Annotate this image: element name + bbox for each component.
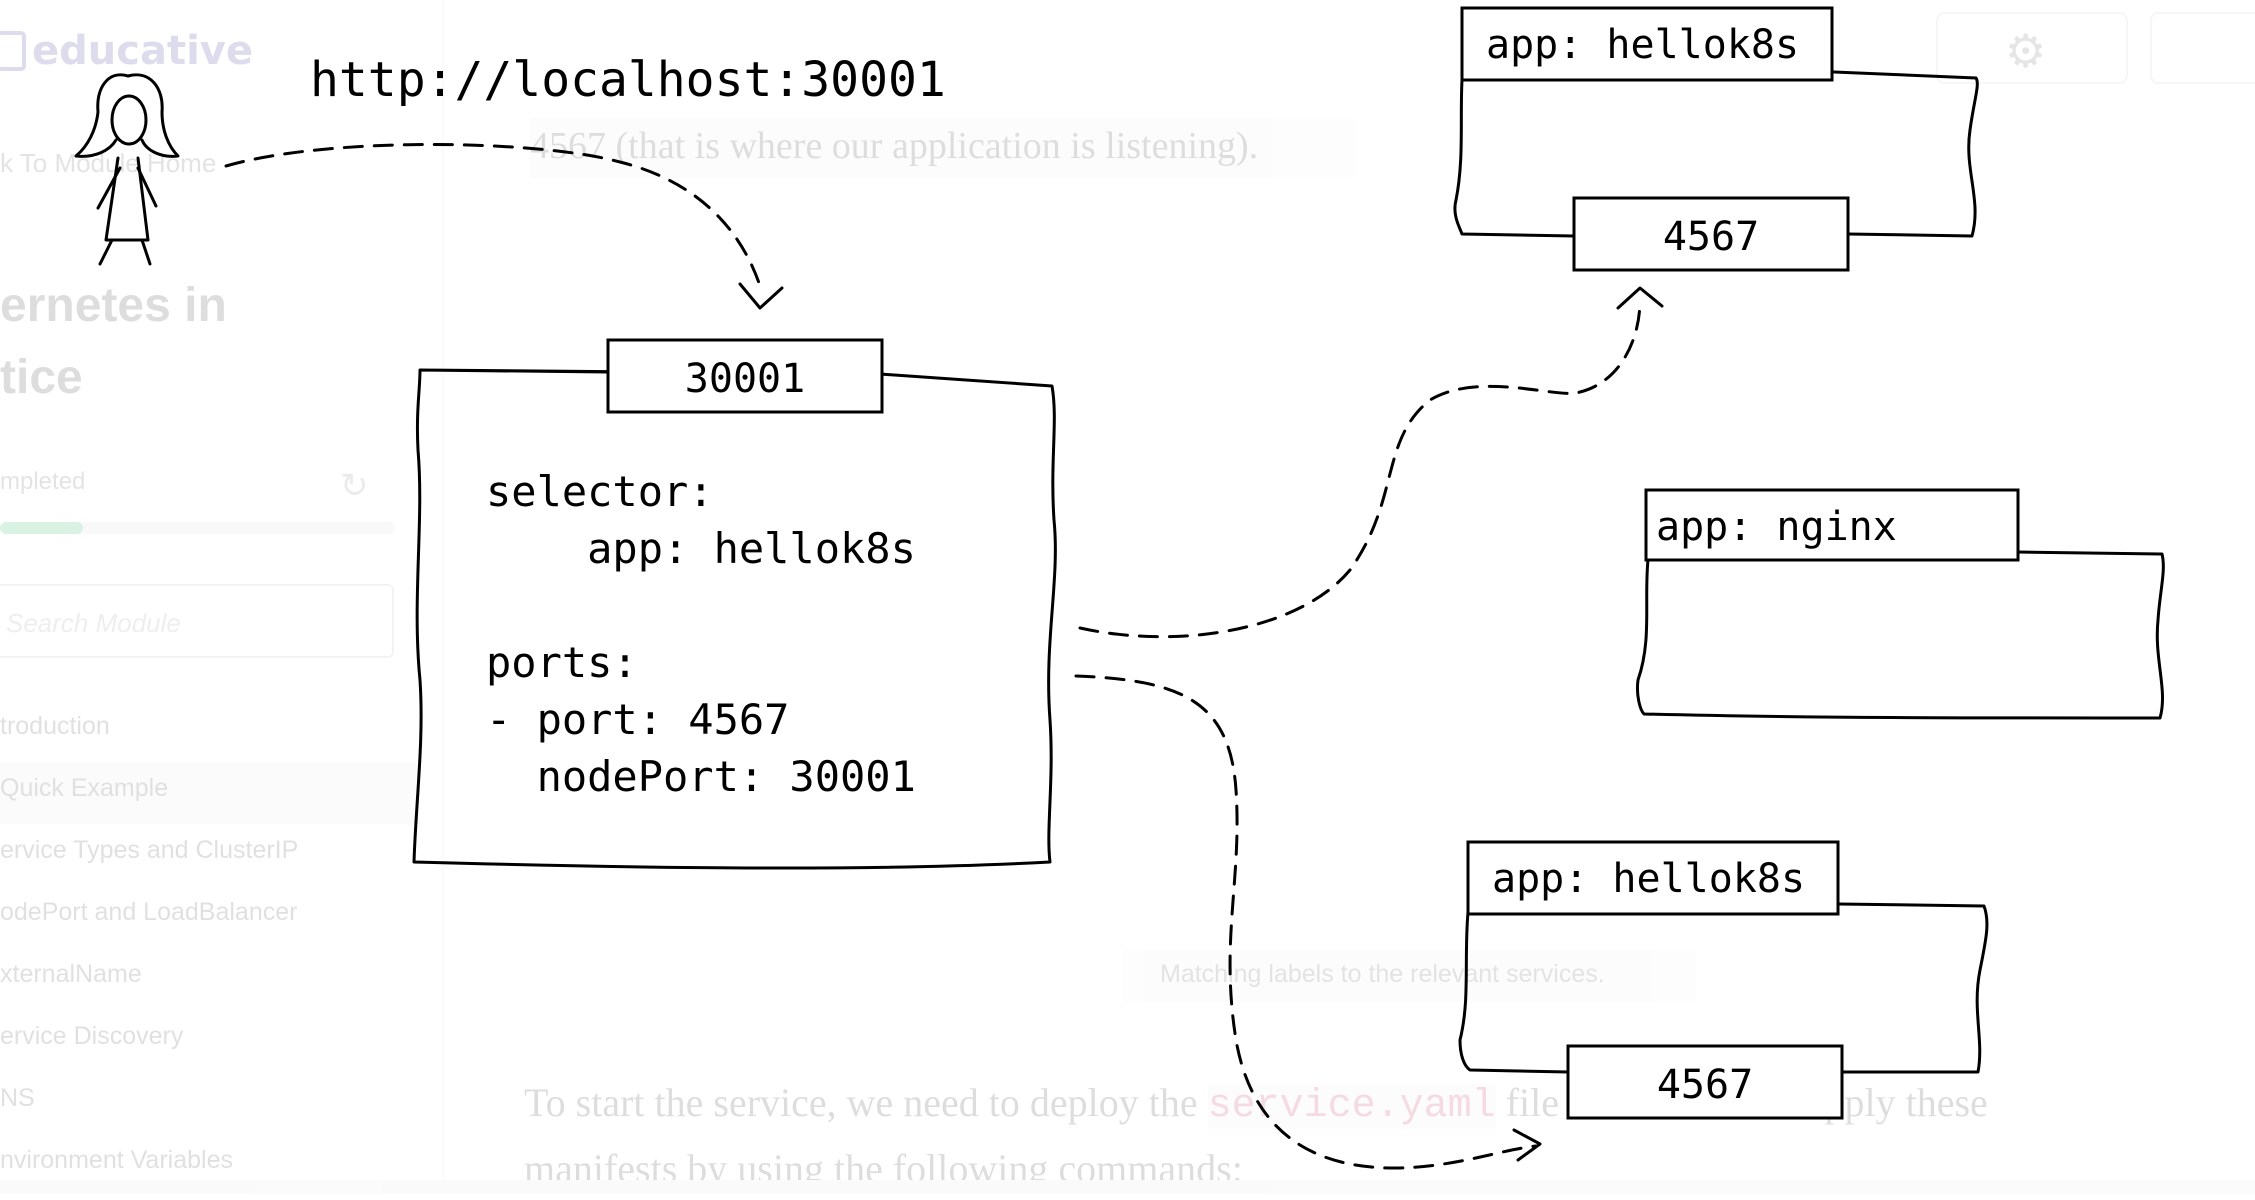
progress-bar-fill [0,522,83,534]
bottom-edge [0,1180,2255,1194]
settings-button[interactable] [1936,12,2128,84]
pod-port-top [1572,196,1850,272]
pod-label-bottom: app: hellok8s [1492,856,1805,902]
logo-text: educative [32,28,253,74]
pod-tag-nginx [1644,488,2020,562]
sidebar-divider [442,0,444,1194]
request-arrowhead [738,282,784,310]
paragraph-deploy: To start the service, we need to deploy … [524,1072,2224,1200]
module-nav-item[interactable]: xternalName [0,960,142,988]
module-nav-list: troduction Quick Example ervice Types and… [0,700,420,1196]
search-placeholder: Search Module [6,608,181,638]
module-nav-item[interactable]: NS [0,1084,35,1112]
route-arrow-bottom [1074,674,1538,1170]
module-nav-item[interactable]: nvironment Variables [0,1146,233,1174]
service-yaml: selector: app: hellok8s ports: - port: 456… [486,467,916,801]
pod-port-label-top: 4567 [1663,214,1759,260]
pod-label-nginx: app: nginx [1656,504,1897,550]
back-to-module-link[interactable]: k To Module Home [0,148,217,178]
route-arrow-top-head [1616,286,1664,310]
service-yaml-line: - port: 4567 [486,695,789,744]
url-label: http://localhost:30001 [310,52,946,108]
top-right-button[interactable] [2150,12,2255,84]
service-yaml-line: ports: [486,638,638,687]
pod-tag-bottom [1466,840,1840,916]
route-arrow-top [1078,298,1642,639]
service-yaml-line: app: hellok8s [486,524,916,573]
course-title: ernetes in tice [0,279,227,404]
module-nav-item[interactable]: odePort and LoadBalancer [0,898,298,926]
nodeport-tab-label: 30001 [685,356,805,402]
pod-tag-top [1460,6,1834,82]
nodeport-tab [606,338,884,414]
pod-label-top: app: hellok8s [1486,22,1799,68]
paragraph-deploy-line2: manifests by using the following command… [524,1146,1243,1191]
service-yaml-line: nodePort: 30001 [486,752,916,801]
paragraph-text: 4567 (that is where our application is l… [530,125,1259,167]
service-yaml-line: selector: [486,467,714,516]
paragraph-highlight: 4567 (that is where our application is l… [530,118,1356,178]
inline-code: service.yaml [1207,1084,1496,1129]
figure-caption: Matching labels to the relevant services… [1122,950,1696,1002]
pod-port-bottom [1566,1044,1844,1120]
user-figure-icon [74,73,180,266]
pod-box-top [1453,70,1979,238]
completed-label: mpleted [0,468,86,495]
search-module-input[interactable]: Search Module [0,584,394,658]
progress-bar [0,522,395,534]
refresh-icon[interactable]: ↻ [340,467,369,505]
logo-icon [0,31,26,71]
paragraph-deploy-text-2: file [1495,1080,1559,1125]
paragraph-deploy-text: To start the service, we need to deploy … [524,1080,1208,1125]
pod-box-bottom [1458,902,1989,1074]
pod-port-label-bottom: 4567 [1657,1062,1753,1108]
module-nav-item[interactable]: troduction [0,712,110,740]
module-nav-item[interactable]: Quick Example [0,762,420,824]
module-nav-item[interactable]: ervice Types and ClusterIP [0,836,299,864]
caption-text: Matching labels to the relevant services… [1160,960,1605,988]
pod-box-nginx [1636,550,2165,720]
gear-icon: ⚙ [2005,25,2047,77]
module-nav-item[interactable]: ervice Discovery [0,1022,184,1050]
service-box [412,368,1057,870]
request-arrow [224,143,762,288]
route-arrow-bottom-head [1512,1128,1542,1162]
educative-logo[interactable]: educative [0,28,253,74]
